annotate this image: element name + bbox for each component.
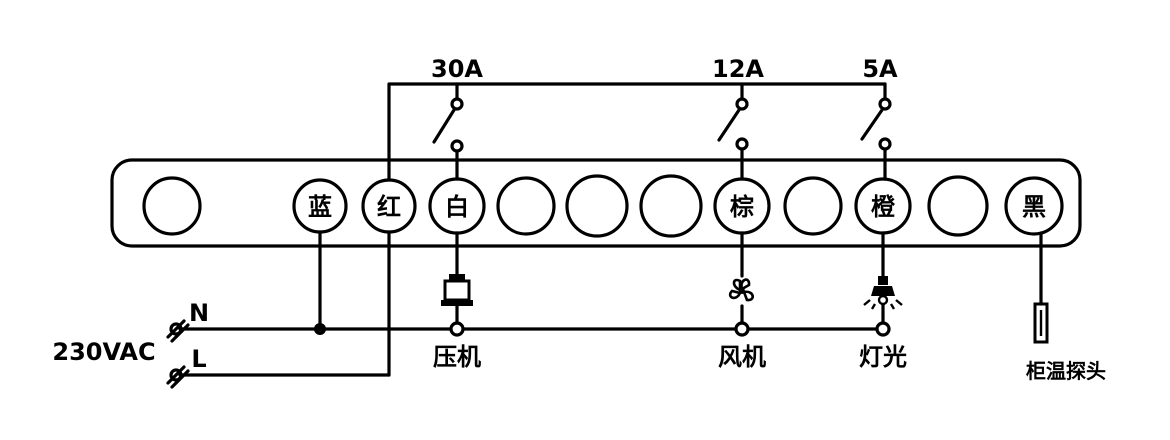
terminal-orange: 橙 xyxy=(854,177,912,235)
probe-label: 柜温探头 xyxy=(1026,359,1106,383)
relay-30a-rating: 30A xyxy=(431,55,483,83)
relay-5a-rating: 5A xyxy=(862,55,898,83)
terminal-white: 白 xyxy=(428,177,486,235)
temperature-probe-icon xyxy=(1033,302,1049,344)
terminal-6 xyxy=(639,174,703,238)
relay-switch-5a xyxy=(860,97,892,181)
fan-terminal xyxy=(734,321,750,337)
terminal-black-label: 黑 xyxy=(1022,193,1046,221)
lamp-label: 灯光 xyxy=(859,343,907,371)
neutral-label: N xyxy=(189,299,209,327)
terminal-orange-label: 橙 xyxy=(871,193,896,221)
compressor-label: 压机 xyxy=(433,343,481,371)
terminal-white-label: 白 xyxy=(445,193,469,221)
terminal-5 xyxy=(565,174,629,238)
relay-12a-rating: 12A xyxy=(712,55,764,83)
neutral-supply-terminal xyxy=(166,319,190,343)
relay-common-wire xyxy=(387,82,887,182)
terminal-block xyxy=(110,158,1082,248)
terminal-0 xyxy=(142,176,202,236)
terminal-blue-label: 蓝 xyxy=(308,193,332,221)
terminal-red-label: 红 xyxy=(377,193,401,221)
terminal-red: 红 xyxy=(361,178,417,234)
terminal-brown: 棕 xyxy=(713,177,771,235)
relay-switch-12a xyxy=(717,97,749,181)
terminal-black: 黑 xyxy=(1004,176,1064,236)
terminal-10 xyxy=(927,175,989,237)
terminal-blue: 蓝 xyxy=(292,178,348,234)
compressor-icon xyxy=(441,274,473,306)
lamp-terminal xyxy=(875,321,891,337)
live-label: L xyxy=(191,345,206,373)
terminal-4 xyxy=(496,176,556,236)
terminal-brown-label: 棕 xyxy=(730,193,754,221)
live-supply-terminal xyxy=(166,365,190,389)
supply-voltage-label: 230VAC xyxy=(52,338,155,366)
fan-label: 风机 xyxy=(718,343,766,371)
compressor-terminal xyxy=(449,321,465,337)
terminal-8 xyxy=(783,176,843,236)
fan-icon xyxy=(728,278,754,302)
relay-switch-30a xyxy=(432,97,464,181)
